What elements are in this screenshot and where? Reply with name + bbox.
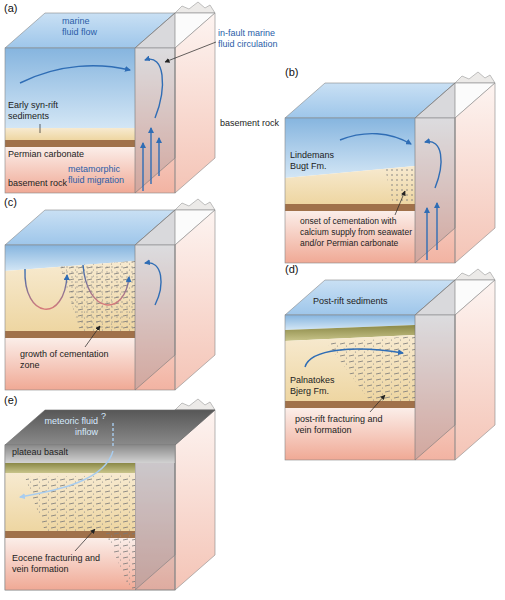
illustration-polygon (327, 336, 415, 401)
illustration-path (25, 269, 67, 309)
illustration-path (20, 66, 130, 83)
unit-label: Lindemans Bugt Fm. (290, 150, 348, 172)
illustration-path (20, 451, 113, 497)
illustration-path (165, 42, 216, 62)
illustration-polygon (60, 261, 135, 331)
illustration-rect (5, 445, 175, 590)
illustration-use (5, 399, 215, 590)
illustration-path (436, 203, 437, 250)
illustration-path (40, 124, 41, 133)
illustration-path (112, 423, 113, 447)
illustration-path (425, 142, 441, 188)
illustration-rect (5, 147, 135, 193)
unit-label: Palnatokes Bjerg Fm. (290, 375, 348, 397)
panel-letter: (a) (4, 2, 17, 15)
illustration-path (145, 59, 162, 118)
illustration-rect (285, 408, 415, 460)
illustration-polygon (135, 463, 175, 590)
panel-a (5, 2, 215, 193)
question-mark: ? (101, 411, 106, 422)
fluid-label: metamorphic fluid migration (68, 164, 134, 186)
process-note: growth of cementation zone (20, 349, 124, 371)
illustration-rect (5, 463, 135, 473)
illustration-path (150, 128, 151, 184)
panel-letter: (c) (4, 196, 17, 209)
illustration-polygon (385, 166, 415, 204)
illustration-path (85, 326, 100, 347)
illustration-use (285, 72, 495, 263)
illustration-path (145, 263, 161, 305)
illustration-rect (5, 48, 135, 128)
illustration-rect (285, 204, 415, 211)
illustration-path (340, 134, 411, 144)
panel-letter: (e) (4, 394, 17, 407)
panel-c (5, 199, 215, 390)
illustration-path (305, 349, 403, 367)
process-note: post-rift fracturing and vein formation (295, 414, 399, 436)
unit-label: plateau basalt (12, 447, 68, 458)
illustration-use (285, 269, 495, 460)
illustration-polygon (5, 261, 135, 331)
process-note: onset of cementation with calcium supply… (300, 216, 412, 249)
panel-letter: (d) (285, 263, 298, 276)
illustration-rect (5, 338, 135, 390)
illustration-polygon (5, 410, 215, 445)
fluid-label: in-fault marine fluid circulation (218, 28, 292, 50)
panel-b (285, 72, 495, 263)
illustration-use (5, 2, 215, 193)
process-note: Eocene fracturing and vein formation (12, 553, 106, 575)
illustration-rect (5, 128, 135, 140)
panel-e (5, 399, 215, 590)
illustration-path (158, 138, 159, 176)
illustration-rect (5, 445, 175, 463)
illustration-g (25, 265, 129, 309)
illustration-path (395, 191, 405, 215)
illustration-path (426, 208, 427, 260)
illustration-path (75, 529, 95, 551)
unit-label: Post-rift sediments (313, 296, 388, 307)
illustration-polygon (105, 531, 135, 590)
leader-lines (40, 42, 405, 551)
panel-d (285, 269, 495, 460)
illustration-path (83, 265, 129, 305)
illustration-rect (5, 140, 135, 147)
illustration-path (142, 143, 143, 191)
fluid-label: marine fluid flow (62, 16, 108, 38)
illustration-g (20, 59, 162, 191)
illustration-polygon (60, 261, 135, 331)
unit-label: Permian carbonate (8, 149, 84, 160)
illustration-rect (285, 211, 415, 263)
illustration-polygon (285, 335, 415, 401)
fluid-label: meteoric fluid inflow (42, 416, 98, 438)
illustration-path (370, 395, 385, 412)
unit-label: basement rock (8, 178, 67, 189)
illustration-rect (285, 401, 415, 408)
illustration-rect (5, 331, 135, 338)
unit-label: basement rock (220, 118, 279, 129)
unit-label: Early syn-rift sediments (8, 100, 78, 122)
illustration-use (5, 199, 215, 390)
illustration-polygon (285, 166, 415, 204)
panel-letter: (b) (285, 66, 298, 79)
